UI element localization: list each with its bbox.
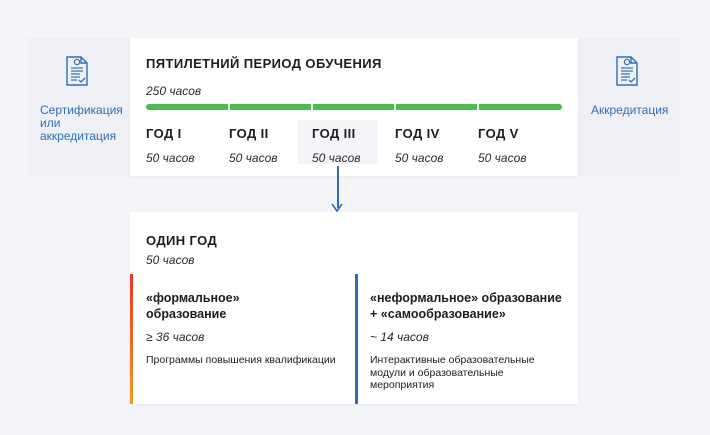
year-hours: 50 часов (478, 151, 527, 165)
accreditation-panel: Аккредитация (578, 38, 680, 176)
year-name: ГОД V (478, 126, 519, 141)
accreditation-label: Аккредитация (591, 103, 669, 117)
informal-education-bar (355, 274, 358, 404)
year-name: ГОД III (312, 126, 356, 141)
year-name: ГОД I (146, 126, 182, 141)
progress-divider (311, 104, 313, 110)
progress-divider (394, 104, 396, 110)
informal-title-line: «неформальное» образование (370, 291, 562, 305)
year-hours: 50 часов (395, 151, 444, 165)
informal-title-line: + «самообразование» (370, 307, 506, 321)
period-progress-bar (146, 104, 562, 110)
year-item-4[interactable]: ГОД IV 50 часов (395, 126, 475, 165)
period-title: ПЯТИЛЕТНИЙ ПЕРИОД ОБУЧЕНИЯ (146, 56, 382, 71)
progress-divider (228, 104, 230, 110)
year-name: ГОД II (229, 126, 269, 141)
certificate-document-icon (616, 56, 638, 86)
certification-label-line: или (40, 116, 61, 130)
year-item-1[interactable]: ГОД I 50 часов (146, 126, 226, 165)
year-item-5[interactable]: ГОД V 50 часов (478, 126, 558, 165)
informal-education-title: «неформальное» образование + «самообразо… (370, 290, 562, 322)
certification-label-line: Сертификация (40, 103, 123, 117)
one-year-hours: 50 часов (146, 253, 195, 267)
certification-panel: Сертификация или аккредитация (28, 38, 130, 176)
year-item-3[interactable]: ГОД III 50 часов (312, 126, 392, 165)
informal-education-description: Интерактивные образовательные модули и о… (370, 354, 535, 392)
informal-description-line: Интерактивные образовательные (370, 354, 535, 366)
formal-title-line: образование (146, 307, 227, 321)
selected-year-highlight (298, 120, 378, 164)
arrow-down-icon (331, 203, 343, 213)
certificate-document-icon (66, 56, 88, 86)
progress-divider (477, 104, 479, 110)
formal-title-line: «формальное» (146, 291, 240, 305)
year-name: ГОД IV (395, 126, 440, 141)
year-hours: 50 часов (312, 151, 361, 165)
informal-education-hours: ~ 14 часов (370, 330, 429, 344)
formal-education-title: «формальное» образование (146, 290, 240, 322)
formal-education-hours: ≥ 36 часов (146, 330, 205, 344)
certification-label-line: аккредитация (40, 129, 117, 143)
period-hours: 250 часов (146, 84, 202, 98)
formal-education-bar (130, 274, 133, 404)
informal-description-line: мероприятия (370, 379, 435, 391)
year-hours: 50 часов (229, 151, 278, 165)
year-hours: 50 часов (146, 151, 195, 165)
year-item-2[interactable]: ГОД II 50 часов (229, 126, 309, 165)
connector-arrow-line (337, 166, 339, 208)
one-year-title: ОДИН ГОД (146, 233, 218, 248)
one-year-card (130, 212, 578, 404)
informal-description-line: модули и образовательные (370, 366, 504, 379)
formal-education-description: Программы повышения квалификации (146, 354, 336, 366)
